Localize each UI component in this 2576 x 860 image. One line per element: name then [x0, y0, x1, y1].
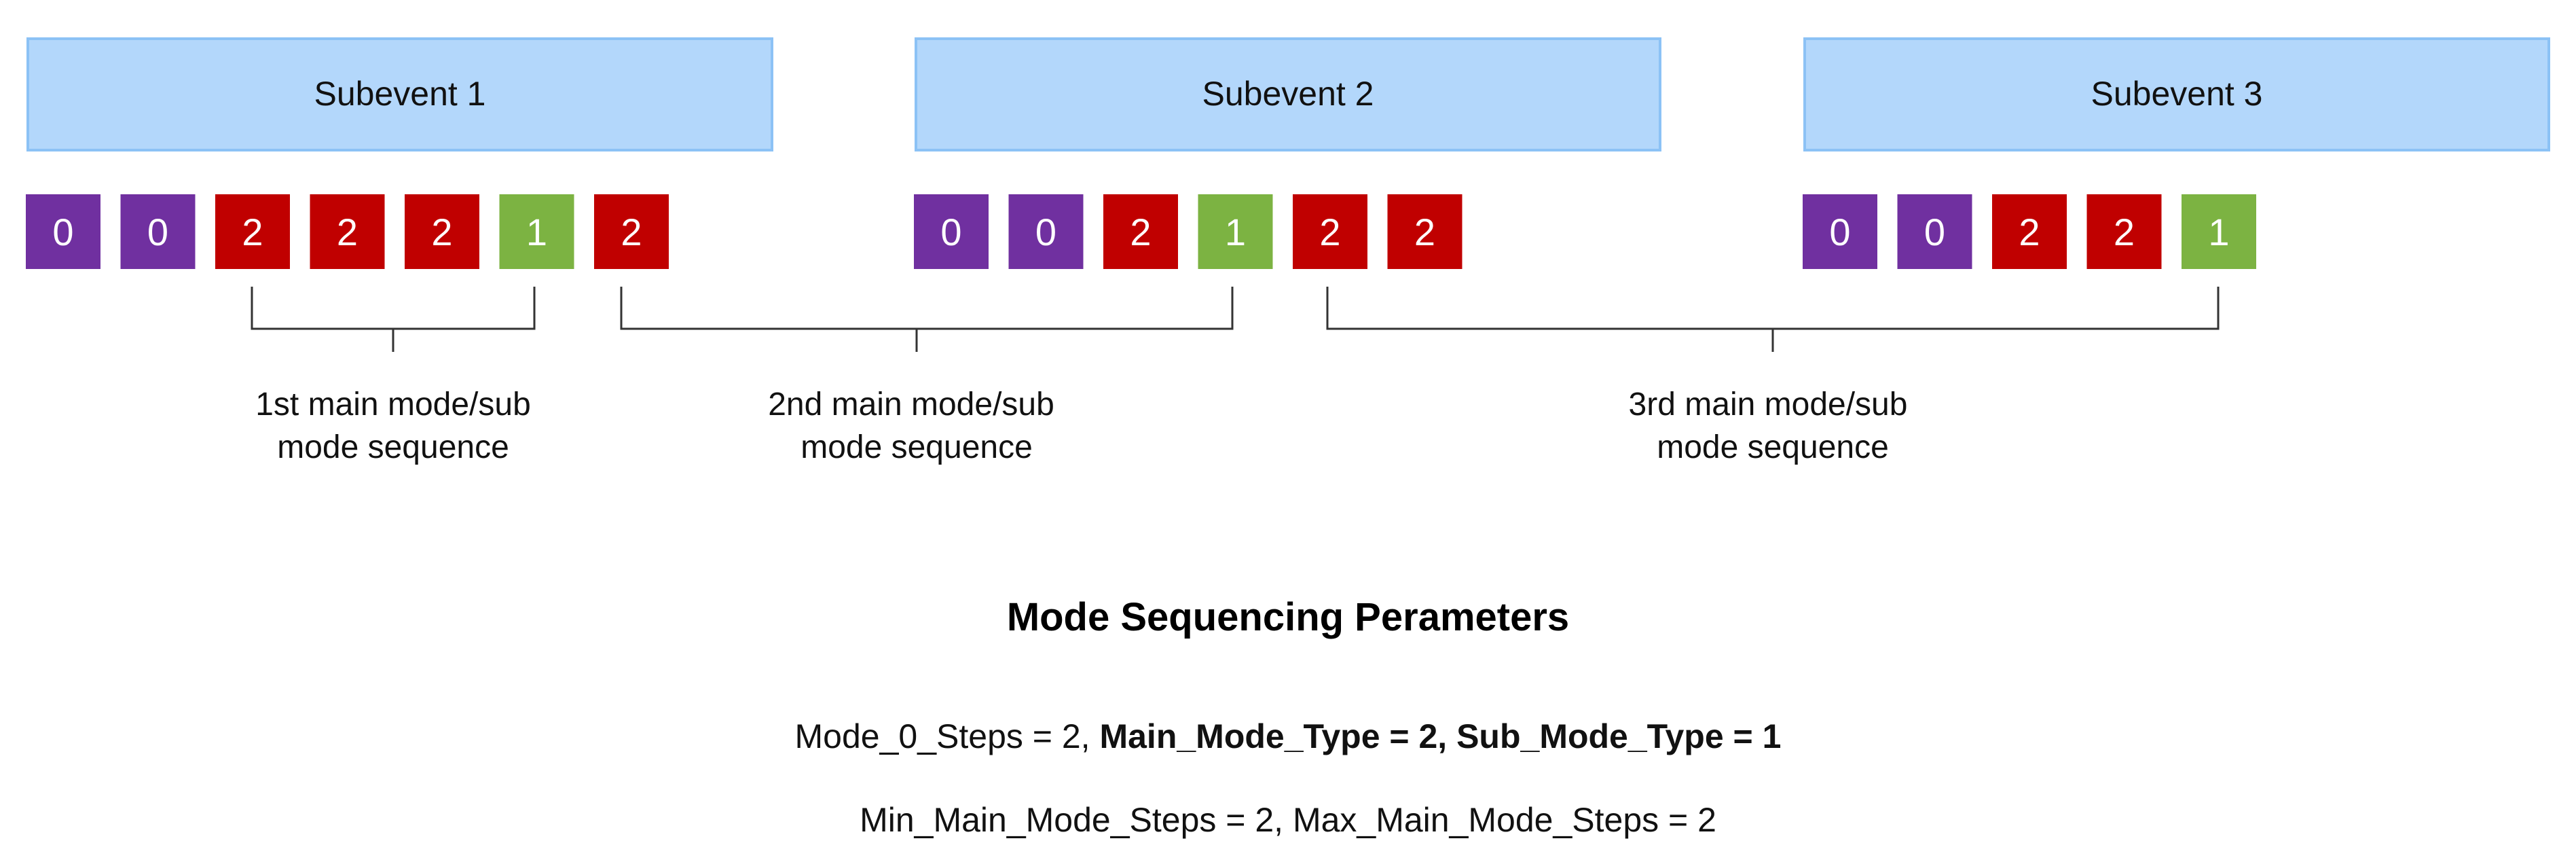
mode-step-1-6: 1: [499, 194, 574, 269]
mode-step-square: [310, 194, 385, 269]
mode-step-value: 0: [52, 211, 73, 253]
mode-step-value: 2: [1319, 211, 1340, 253]
mode-step-3-5: 1: [2182, 194, 2256, 269]
mode-step-square: [1387, 194, 1462, 269]
sequence-2-line2: mode sequence: [801, 429, 1033, 465]
mode-step-1-4: 2: [310, 194, 385, 269]
mode-step-square: [1008, 194, 1084, 269]
mode-step-1-5: 2: [405, 194, 479, 269]
subevent-1-label: Subevent 1: [314, 75, 486, 113]
mode-step-square: [914, 194, 989, 269]
mode-step-value: 2: [431, 211, 452, 253]
mode-step-value: 2: [242, 211, 263, 253]
sequence-1-line1: 1st main mode/sub: [255, 387, 531, 423]
subevent-2-box: [915, 37, 1661, 151]
mode-step-square: [405, 194, 479, 269]
mode-step-value: 2: [2019, 211, 2040, 253]
mode-step-square: [1803, 194, 1877, 269]
mode-step-square: [499, 194, 574, 269]
mode-step-square: [1198, 194, 1273, 269]
mode-step-square: [1897, 194, 1972, 269]
sequence-label-3: 3rd main mode/sub mode sequence: [1629, 387, 1908, 465]
mode-step-value: 2: [337, 211, 358, 253]
sequence-3-line2: mode sequence: [1657, 429, 1889, 465]
bracket-1-line: [251, 287, 536, 352]
mode-step-2-3: 2: [1103, 194, 1178, 269]
mode-step-square: [120, 194, 196, 269]
mode-type-params: Main_Mode_Type = 2, Sub_Mode_Type = 1: [1099, 717, 1781, 755]
subevent-3-label: Subevent 3: [2091, 75, 2263, 113]
mode-step-2-6: 2: [1387, 194, 1462, 269]
mode-step-1-1: 0: [26, 194, 100, 269]
mode-step-2-5: 2: [1293, 194, 1367, 269]
mode-step-value: 2: [1130, 211, 1151, 253]
mode-step-value: 2: [621, 211, 642, 253]
mode-step-value: 1: [2208, 211, 2229, 253]
sequence-2-line1: 2nd main mode/sub: [768, 387, 1054, 423]
mode-step-3-3: 2: [1992, 194, 2067, 269]
subevent-3: Subevent 3: [1803, 37, 2550, 151]
mode-step-value: 0: [1924, 211, 1945, 253]
mode-step-square: [215, 194, 290, 269]
mode-step-3-1: 0: [1803, 194, 1877, 269]
mode-step-2-1: 0: [914, 194, 989, 269]
sequence-bracket-1: [251, 287, 536, 352]
mode-step-2-2: 0: [1008, 194, 1084, 269]
mode-step-value: 0: [1035, 211, 1056, 253]
subevent-2-label: Subevent 2: [1202, 75, 1374, 113]
mode-step-square: [1293, 194, 1367, 269]
mode-step-square: [2086, 194, 2162, 269]
parameters-heading: Mode Sequencing Perameters: [1007, 595, 1569, 639]
mode-step-square: [594, 194, 669, 269]
mode-step-3-4: 2: [2086, 194, 2162, 269]
subevent-3-box: [1803, 37, 2550, 151]
subevent-1-box: [26, 37, 773, 151]
mode-step-1-3: 2: [215, 194, 290, 269]
mode-step-value: 0: [147, 211, 168, 253]
sequence-bracket-2: [620, 287, 1234, 352]
sequence-label-2: 2nd main mode/sub mode sequence: [768, 387, 1054, 465]
mode-step-1-2: 0: [120, 194, 196, 269]
mode-0-steps-param: Mode_0_Steps = 2,: [795, 717, 1100, 755]
mode-step-2-4: 1: [1198, 194, 1273, 269]
parameters-line-2: Min_Main_Mode_Steps = 2, Max_Main_Mode_S…: [860, 801, 1716, 839]
mode-step-square: [1992, 194, 2067, 269]
mode-step-square: [1103, 194, 1178, 269]
mode-step-value: 0: [1829, 211, 1850, 253]
mode-step-value: 1: [1225, 211, 1246, 253]
subevent-1: Subevent 1: [26, 37, 773, 151]
sequence-3-line1: 3rd main mode/sub: [1629, 387, 1908, 423]
sequence-1-line2: mode sequence: [277, 429, 509, 465]
mode-step-value: 1: [526, 211, 547, 253]
mode-step-value: 2: [2114, 211, 2135, 253]
mode-step-square: [2182, 194, 2256, 269]
sequence-bracket-3: [1326, 287, 2220, 352]
bracket-2-line: [620, 287, 1234, 352]
subevent-2: Subevent 2: [915, 37, 1661, 151]
mode-step-squares: 0 0 2 2 2 1 2 0 0 2 1 2 2 0 0 2 2 1: [26, 194, 2256, 269]
mode-step-value: 2: [1414, 211, 1435, 253]
parameters-line-1: Mode_0_Steps = 2, Main_Mode_Type = 2, Su…: [795, 717, 1782, 755]
mode-step-value: 0: [940, 211, 961, 253]
mode-step-square: [26, 194, 100, 269]
mode-step-3-2: 0: [1897, 194, 1972, 269]
bracket-3-line: [1326, 287, 2220, 352]
mode-step-1-7: 2: [594, 194, 669, 269]
sequence-label-1: 1st main mode/sub mode sequence: [255, 387, 531, 465]
